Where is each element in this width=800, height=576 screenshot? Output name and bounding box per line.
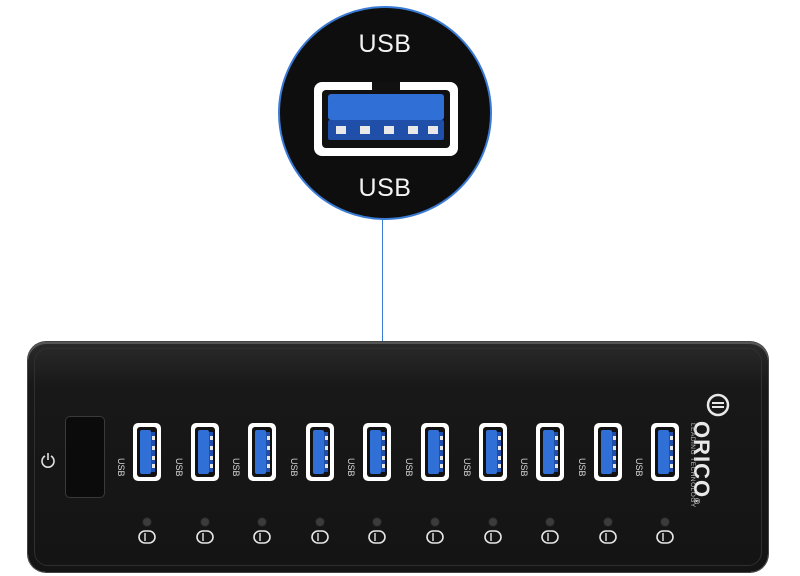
usb-port-label: USB — [173, 458, 184, 477]
usb-port[interactable]: USB — [173, 422, 226, 502]
led-indicator — [258, 518, 267, 526]
usb-port-icon — [536, 423, 565, 481]
usb-port-icon — [593, 423, 622, 481]
callout-leader-line — [382, 218, 383, 446]
toggle-switch-icon[interactable] — [368, 530, 387, 544]
led-indicator — [373, 518, 382, 526]
callout-label-top: USB — [358, 30, 412, 58]
usb-port-label: USB — [519, 458, 530, 477]
toggle-switch-icon[interactable] — [195, 530, 214, 544]
toggle-switch-icon[interactable] — [541, 530, 559, 544]
usb-port-icon — [478, 423, 507, 481]
usb-port-icon — [363, 423, 392, 481]
usb-port-label: USB — [461, 458, 472, 477]
led-indicator — [431, 518, 439, 526]
led-indicator — [603, 518, 612, 526]
usb-port-label: USB — [404, 458, 414, 477]
orico-logo-icon — [706, 393, 730, 417]
usb-port-enlarged-icon — [314, 82, 458, 156]
toggle-switch-icon[interactable] — [310, 530, 329, 544]
usb-port-label: USB — [288, 458, 299, 477]
callout-label-bottom: USB — [358, 174, 412, 202]
usb-port[interactable]: USB — [461, 422, 514, 502]
toggle-switch-icon[interactable] — [253, 530, 271, 544]
led-indicator — [315, 518, 324, 526]
usb-port[interactable]: USB — [634, 422, 686, 502]
toggle-switch-icon[interactable] — [656, 530, 675, 544]
usb-port[interactable]: USB — [519, 422, 571, 502]
usb-port[interactable]: USB — [404, 422, 456, 502]
usb-port-icon — [133, 423, 161, 481]
usb-port[interactable]: USB — [116, 422, 168, 502]
toggle-switch-icon[interactable] — [138, 530, 156, 544]
usb-hub-body: USB USB USB USB USB USB USB USB USB USB ORICO® LE… — [28, 342, 768, 572]
led-indicator — [200, 518, 209, 526]
power-icon — [41, 453, 55, 468]
power-button[interactable] — [66, 417, 104, 497]
toggle-switch-icon[interactable] — [426, 530, 444, 544]
usb-port-icon — [248, 423, 277, 481]
usb-port[interactable]: USB — [346, 422, 398, 502]
brand-tagline: LEADING TECHNOLOGY — [689, 423, 696, 508]
usb-port-label: USB — [634, 458, 645, 477]
led-indicator — [143, 518, 151, 526]
usb-port-icon — [651, 423, 680, 481]
usb-port-icon — [305, 423, 334, 481]
hub-rim — [34, 348, 762, 566]
led-indicator — [546, 518, 555, 526]
toggle-switch-icon[interactable] — [483, 530, 502, 544]
toggle-switch-icon[interactable] — [598, 530, 617, 544]
usb-port-icon — [190, 423, 219, 481]
usb-port[interactable]: USB — [576, 422, 629, 502]
usb-port-icon — [421, 423, 449, 481]
led-indicator — [661, 518, 670, 526]
usb-port-label: USB — [116, 458, 126, 477]
usb-port-label: USB — [231, 458, 242, 477]
usb-port[interactable]: USB — [288, 422, 341, 502]
usb-port-zoom-callout: USB USB — [278, 6, 492, 220]
usb-port-label: USB — [346, 458, 357, 477]
brand-logo: ORICO® LEADING TECHNOLOGY — [689, 393, 738, 557]
usb-port[interactable]: USB — [231, 422, 283, 502]
led-indicator — [488, 518, 497, 526]
usb-port-label: USB — [576, 458, 587, 477]
